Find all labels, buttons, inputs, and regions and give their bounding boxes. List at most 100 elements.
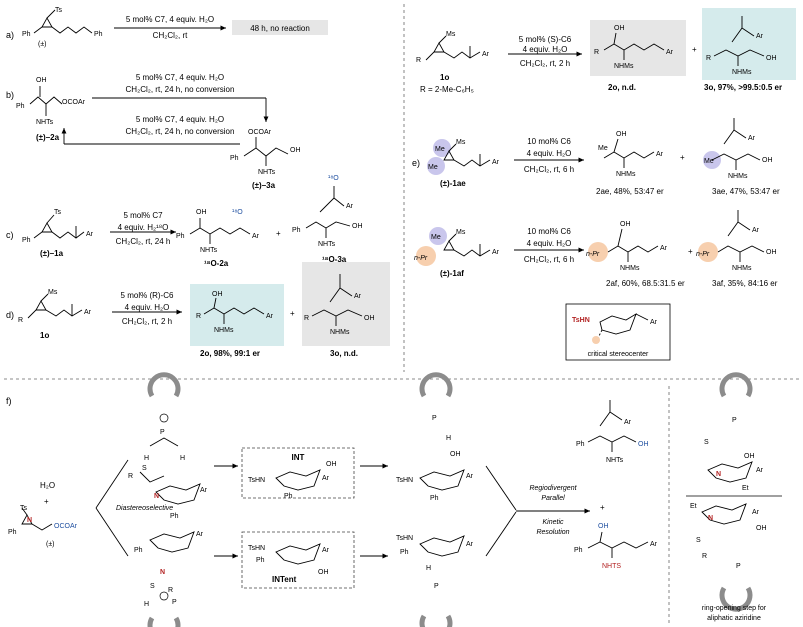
diastereo-label: Diastereoselective <box>116 505 173 512</box>
panel-f-label: f) <box>6 396 12 406</box>
panel-e-label: e) <box>412 158 420 168</box>
e-plus: + <box>680 153 685 162</box>
ts-lower-ar: Ar <box>196 531 204 538</box>
d-p2-nhms: NHMs <box>330 329 350 336</box>
box-tshn: TsHN <box>572 317 590 324</box>
e-cond-top: 10 mol% C6 <box>527 137 571 146</box>
e-me2: Me <box>428 164 438 171</box>
ts-upper-n: N <box>154 493 159 500</box>
ts-upper-h: H <box>144 455 149 462</box>
ali-ar: Ar <box>756 467 764 474</box>
c-p2-ph: Ph <box>292 227 301 234</box>
b-cmpd-left: (±)–2a <box>36 133 60 142</box>
e-ms: Ms <box>456 139 466 146</box>
b-cond2-top: 5 mol% C7, 4 equiv. H₂O <box>136 115 224 124</box>
d-p1-r: R <box>196 313 201 320</box>
a-result-box <box>232 20 328 35</box>
prod-a-nhts: NHTs <box>606 457 624 464</box>
a-ph: Ph <box>22 31 31 38</box>
e2-me: Me <box>431 234 441 241</box>
e-p1-me: Me <box>598 145 608 152</box>
e-p2-oh: OH <box>762 157 773 164</box>
panel-e2: Ms Me n-Pr Ar (±)-1af 10 mol% C6 4 equiv… <box>414 210 778 361</box>
e2-prod1: 2af, 60%, 68.5:31.5 er <box>606 279 685 288</box>
ts-upper-s: S <box>142 465 147 472</box>
tr-prod1: 2o, n.d. <box>608 83 636 92</box>
ts-lower: N Ph Ar S R H P <box>134 531 204 627</box>
f-racemic: (±) <box>46 541 55 548</box>
ali2-oh: OH <box>756 525 767 532</box>
ali2-r: R <box>702 553 707 560</box>
tr-plus: + <box>692 45 697 54</box>
ring-caption-0: ring-opening step for <box>702 605 767 612</box>
ts-upper-p: P <box>160 429 165 436</box>
tr-prod1-box <box>590 20 686 76</box>
ts-lower-h: H <box>144 601 149 608</box>
e-me1: Me <box>435 146 445 153</box>
ts-upper-ph: Ph <box>170 513 179 520</box>
int-oh: OH <box>326 461 337 468</box>
c-prod1: ¹⁸O-2a <box>204 259 229 268</box>
ts-lower-ph: Ph <box>134 547 143 554</box>
e-p1-oh: OH <box>616 131 627 138</box>
tr-p1-ar: Ar <box>666 49 674 56</box>
ali2-s: S <box>696 537 701 544</box>
intent-oh: OH <box>318 569 329 576</box>
d-cond-top: 5 mol% (R)-C6 <box>121 291 174 300</box>
tr-cond-mid: 4 equiv. H₂O <box>523 45 568 54</box>
ro-ts-lower: TsHN Ph Ar H P <box>396 535 474 627</box>
e2-substrate: (±)-1af <box>440 269 464 278</box>
panel-b-label: b) <box>6 90 14 100</box>
panel-top-right: Ms R Ar 1o R = 2-Me-C₆H₅ 5 mol% (S)-C6 4… <box>416 8 796 94</box>
d-p1-nhms: NHMs <box>214 327 234 334</box>
d-p2-r: R <box>304 315 309 322</box>
ts-lower-r: R <box>168 587 173 594</box>
prod-a-oh: OH <box>638 441 649 448</box>
tr-p1-nhms: NHMs <box>614 63 634 70</box>
stereocenter-box <box>565 303 671 361</box>
b-cond1-bottom: CH₂Cl₂, rt, 24 h, no conversion <box>126 85 235 94</box>
tr-prod2: 3o, 97%, >99.5:0.5 er <box>704 83 782 92</box>
tr-p2-oh: OH <box>766 55 777 62</box>
center-text-0: Regiodivergent <box>529 485 577 492</box>
tr-p1-oh: OH <box>614 25 625 32</box>
ro-upper-oh: OH <box>450 451 461 458</box>
b-cmpd-right: (±)–3a <box>252 181 276 190</box>
prod-b-ph: Ph <box>574 547 583 554</box>
c-ar: Ar <box>86 231 94 238</box>
ali-n: N <box>716 471 721 478</box>
d-ms: Ms <box>48 289 58 296</box>
d-p1-ar: Ar <box>266 313 274 320</box>
prod-a-ph: Ph <box>576 441 585 448</box>
ts-upper: P H H R S N Ar Ph Diastereoselective <box>116 372 208 520</box>
tr-ar: Ar <box>482 51 490 58</box>
e2-npr: n-Pr <box>414 255 428 262</box>
panel-d: d) Ms R Ar 1o 5 mol% (R)-C6 4 equiv. H₂O… <box>6 262 390 358</box>
ts-upper-h2: H <box>180 455 185 462</box>
e2-prod2: 3af, 35%, 84:16 er <box>712 279 778 288</box>
tr-r-def: R = 2-Me-C₆H₅ <box>420 85 474 94</box>
panel-c-label: c) <box>6 230 14 240</box>
e2-plus: + <box>688 247 693 256</box>
c-p1-o18: ¹⁸O <box>232 209 243 216</box>
c-ts: Ts <box>54 209 62 216</box>
tr-p1-r: R <box>594 49 599 56</box>
ts-upper-r: R <box>128 473 133 480</box>
tr-p2-nhms: NHMs <box>732 69 752 76</box>
c-prod2: ¹⁸O-3a <box>322 255 347 264</box>
e-ar: Ar <box>492 159 500 166</box>
d-p2-ar: Ar <box>354 293 362 300</box>
e-substrate: (±)-1ae <box>440 179 466 188</box>
e2-p1-npr: n-Pr <box>586 251 600 258</box>
e-p2-me: Me <box>704 158 714 165</box>
c-p2-nhts: NHTs <box>318 241 336 248</box>
e2-cond-mid: 4 equiv. H₂O <box>527 239 572 248</box>
ts-lower-p: P <box>172 599 177 606</box>
f-plus: + <box>44 497 49 506</box>
int-ph: Ph <box>284 493 293 500</box>
ro-ts-upper: P H OH TsHN Ar Ph <box>396 372 474 502</box>
ro-lower-ar: Ar <box>466 541 474 548</box>
int-ent-label: INTent <box>272 575 297 584</box>
prod-b-nhts: NHTS <box>602 563 621 570</box>
ali-s: S <box>704 439 709 446</box>
